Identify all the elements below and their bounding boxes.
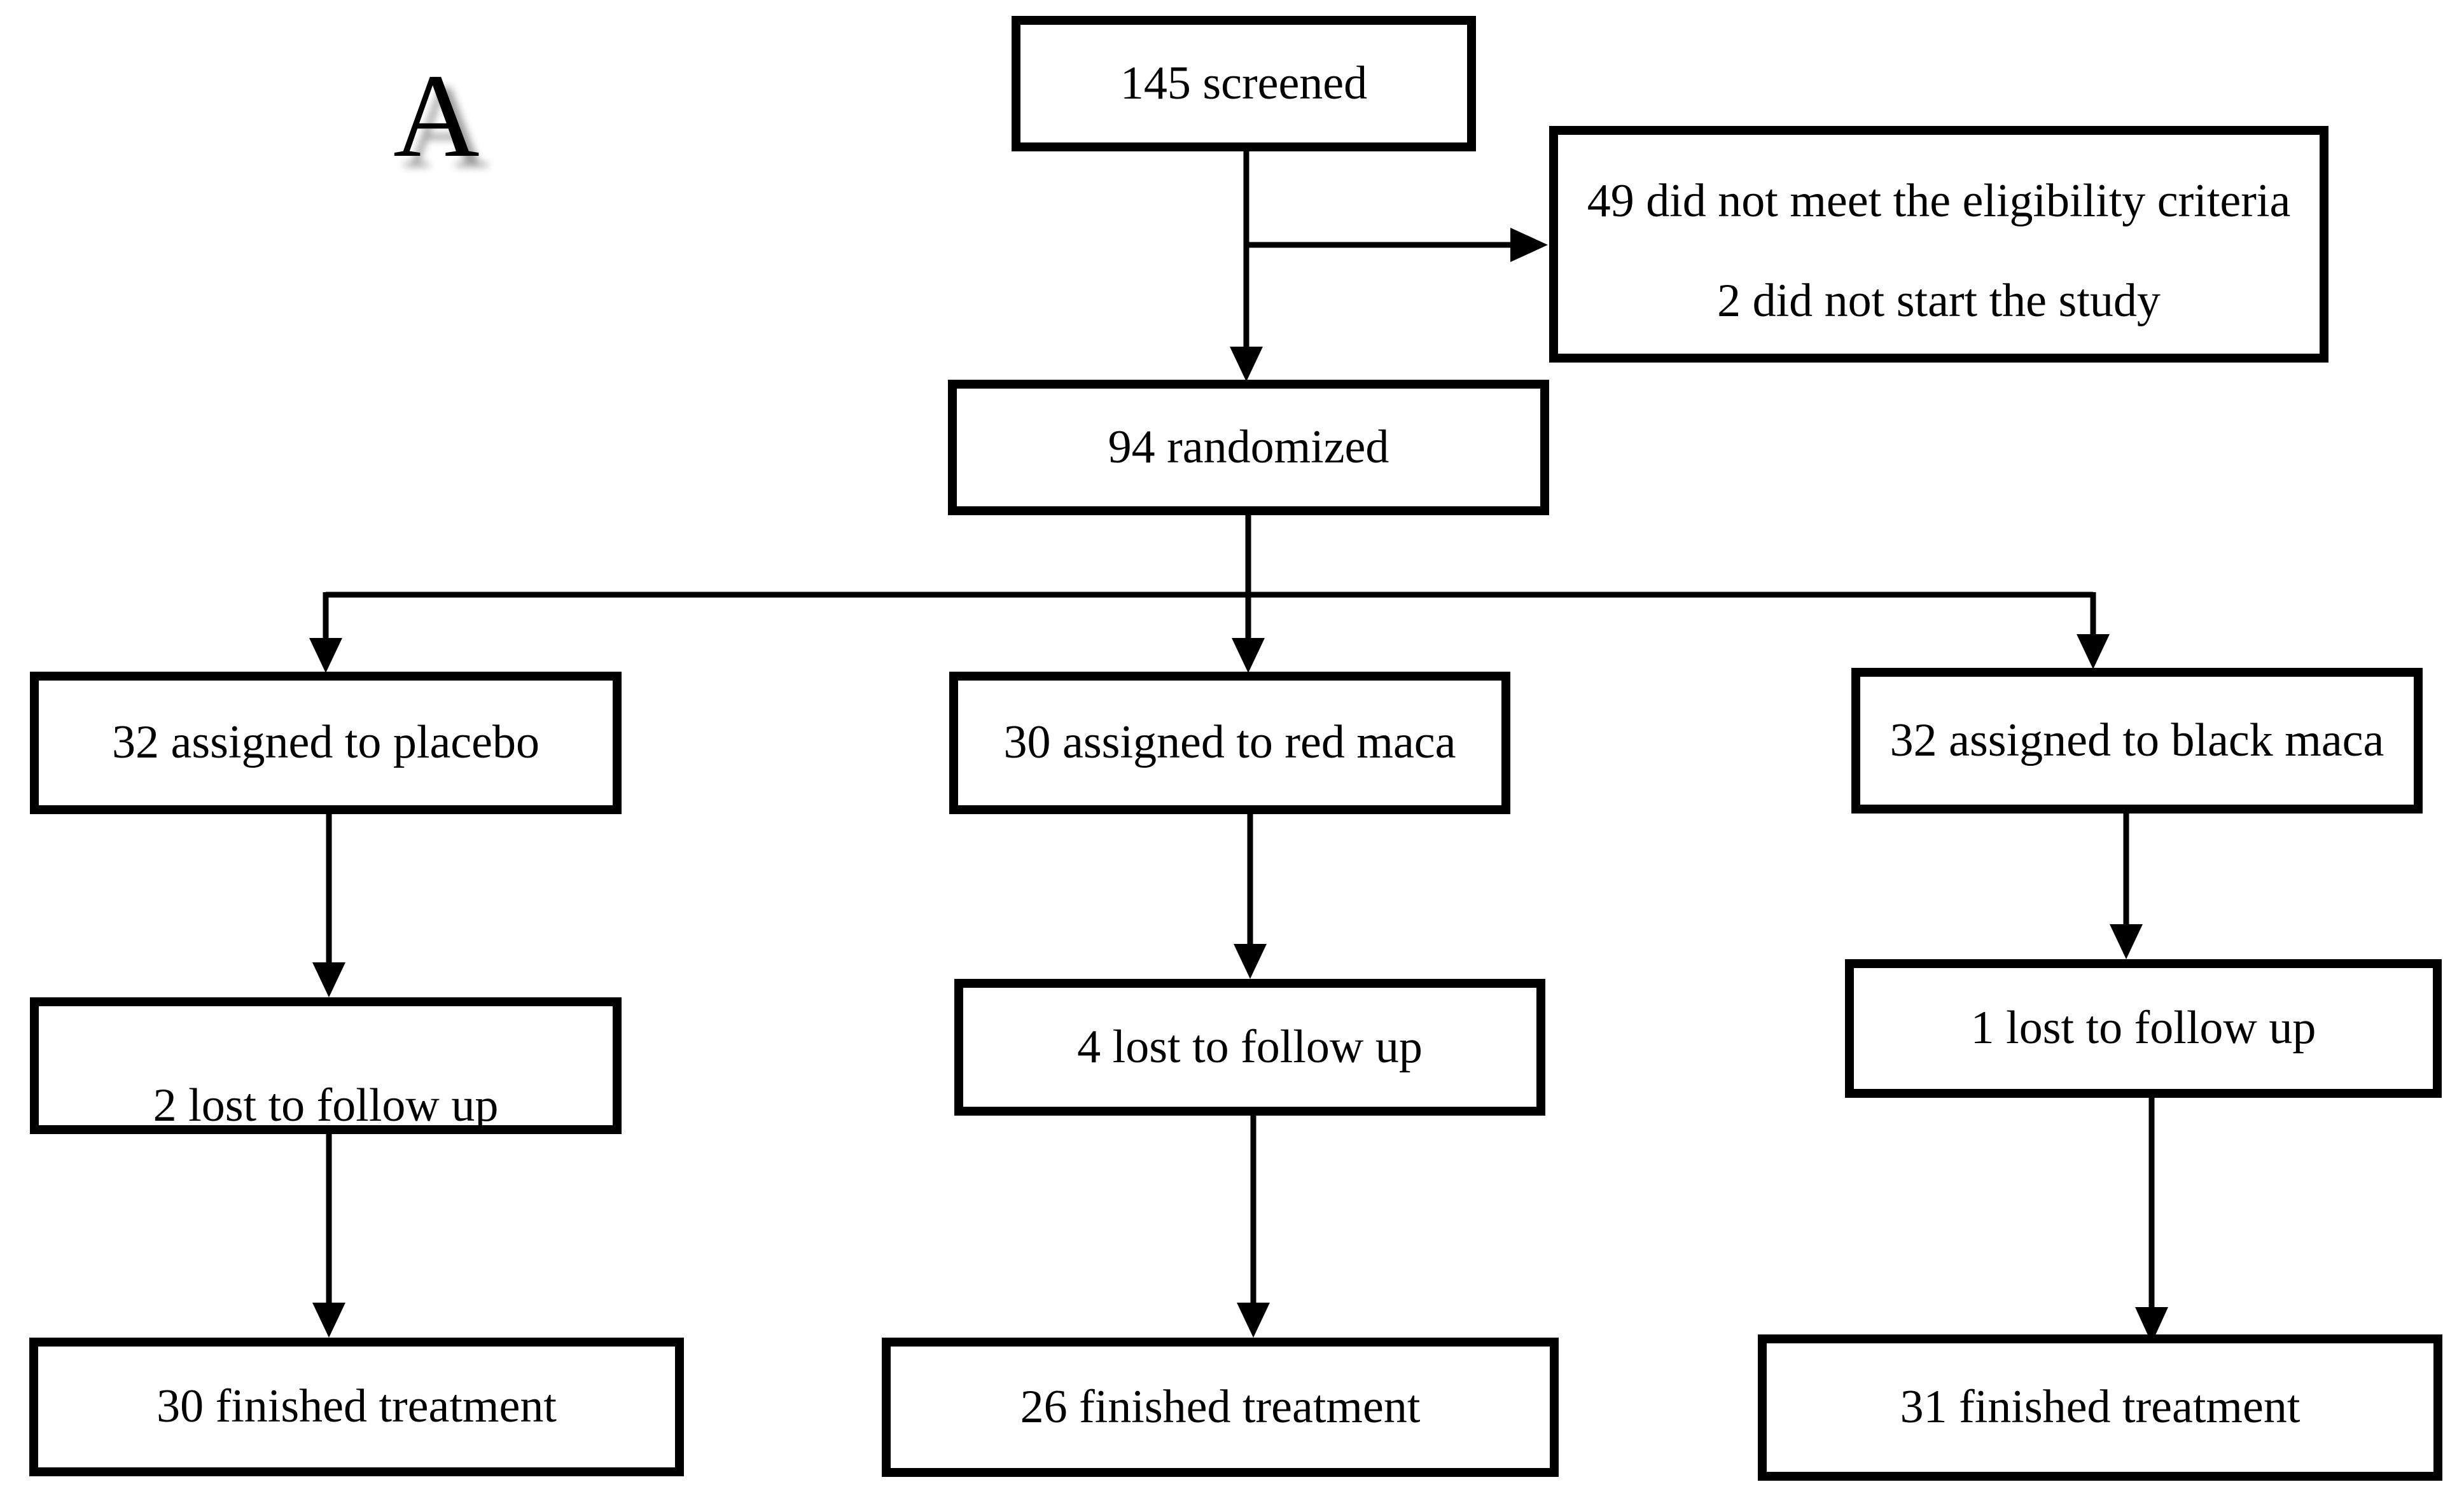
edge-red-finished-arrowhead xyxy=(1237,1303,1270,1338)
edge-randomized-red-arrowhead xyxy=(1232,638,1265,673)
node-black-maca-finished: 31 finished treatment xyxy=(1758,1334,2442,1481)
node-red-maca-assigned: 30 assigned to red maca xyxy=(949,672,1510,814)
edge-screened-randomized-arrowhead xyxy=(1230,347,1263,382)
node-red-maca-lost-label: 4 lost to follow up xyxy=(1077,1020,1423,1073)
edge-placebo-lost-arrowhead xyxy=(312,962,345,997)
node-placebo-assigned: 32 assigned to placebo xyxy=(30,672,622,814)
edge-black-finished-arrowhead xyxy=(2135,1307,2168,1343)
node-randomized: 94 randomized xyxy=(948,380,1549,515)
node-excluded-line2: 2 did not start the study xyxy=(1717,275,2161,328)
node-placebo-lost: 2 lost to follow up xyxy=(30,997,622,1134)
node-black-maca-assigned-label: 32 assigned to black maca xyxy=(1890,714,2384,766)
panel-label: A xyxy=(393,49,480,182)
edge-placebo-finished-arrowhead xyxy=(312,1303,345,1338)
node-screened-label: 145 screened xyxy=(1120,57,1368,109)
edge-split-placebo-arrowhead xyxy=(309,638,342,673)
node-placebo-lost-label: 2 lost to follow up xyxy=(153,1079,499,1132)
edge-black-lost-arrowhead xyxy=(2110,924,2143,959)
edge-red-lost-arrowhead xyxy=(1234,944,1267,979)
node-black-maca-assigned: 32 assigned to black maca xyxy=(1851,668,2423,814)
node-red-maca-assigned-label: 30 assigned to red maca xyxy=(1003,716,1456,769)
node-randomized-label: 94 randomized xyxy=(1108,420,1389,473)
node-black-maca-lost: 1 lost to follow up xyxy=(1845,959,2442,1098)
node-screened: 145 screened xyxy=(1012,16,1476,151)
node-red-maca-finished-label: 26 finished treatment xyxy=(1020,1380,1421,1433)
node-placebo-finished: 30 finished treatment xyxy=(29,1338,684,1476)
node-excluded-line1: 49 did not meet the eligibility criteria xyxy=(1587,175,2291,227)
node-excluded: 49 did not meet the eligibility criteria… xyxy=(1549,126,2328,363)
node-black-maca-finished-label: 31 finished treatment xyxy=(1900,1381,2300,1434)
node-placebo-assigned-label: 32 assigned to placebo xyxy=(112,716,539,769)
edge-split-black-arrowhead xyxy=(2077,634,2110,669)
node-black-maca-lost-label: 1 lost to follow up xyxy=(1970,1002,2316,1055)
node-placebo-finished-label: 30 finished treatment xyxy=(157,1380,557,1433)
node-red-maca-lost: 4 lost to follow up xyxy=(954,979,1545,1116)
node-red-maca-finished: 26 finished treatment xyxy=(882,1338,1559,1477)
edge-screened-excluded-arrowhead xyxy=(1510,228,1548,262)
